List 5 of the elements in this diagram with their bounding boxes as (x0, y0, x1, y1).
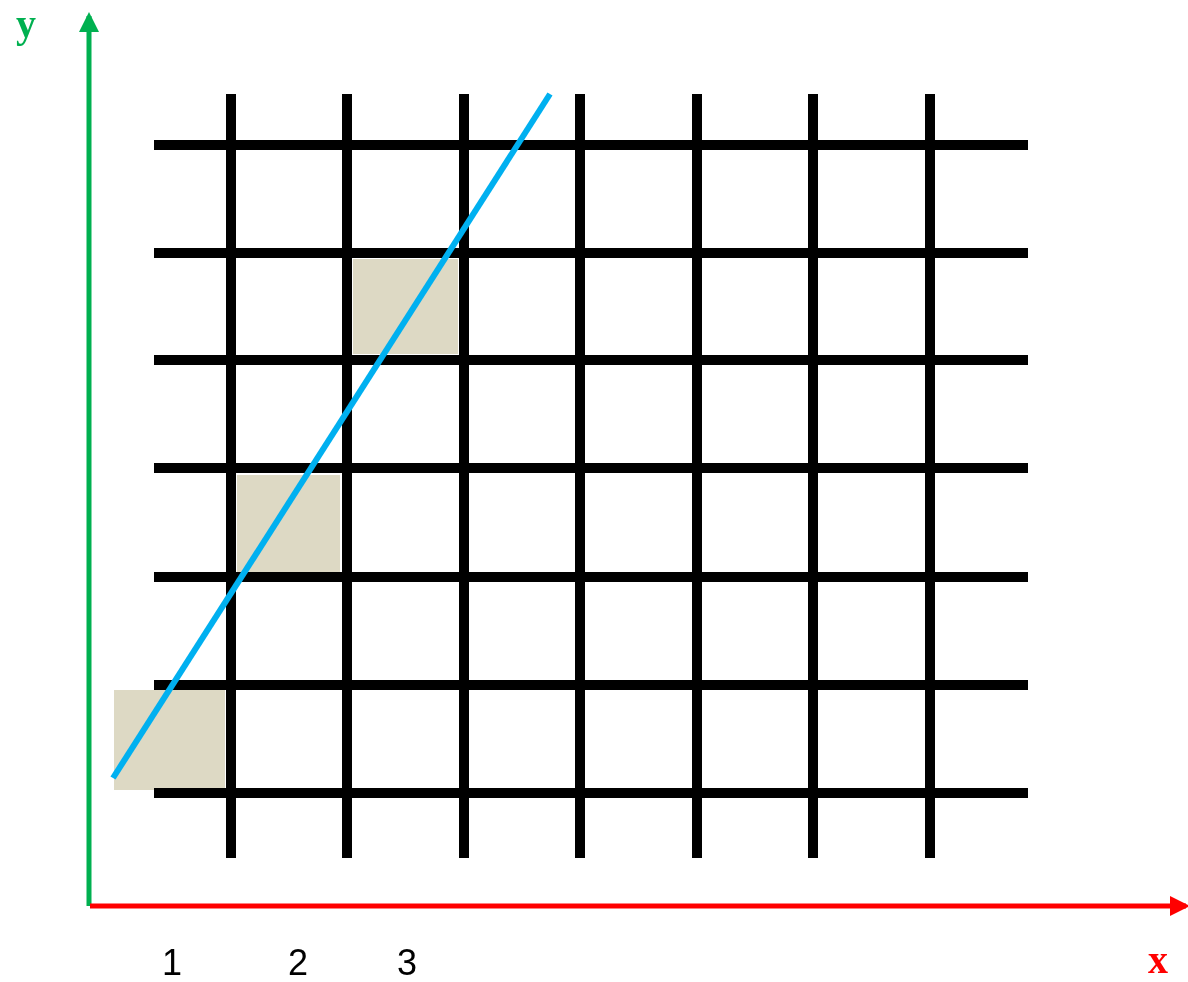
axis-label: y (16, 4, 36, 44)
tick-label: 3 (397, 945, 417, 981)
tick-label: 1 (162, 945, 182, 981)
axis-label: x (1148, 940, 1168, 980)
tick-label: 2 (288, 945, 308, 981)
